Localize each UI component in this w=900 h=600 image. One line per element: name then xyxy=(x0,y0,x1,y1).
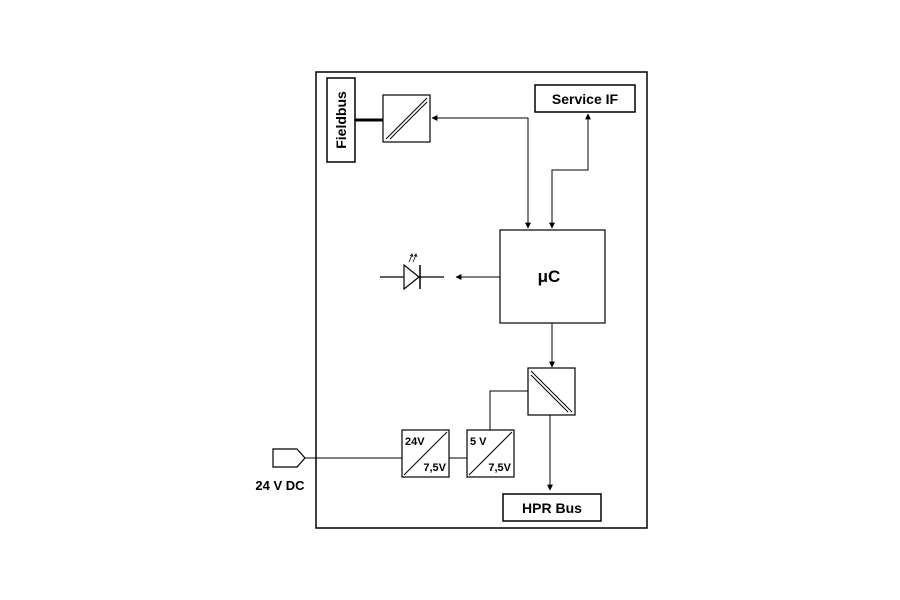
led-diode-icon xyxy=(380,253,444,291)
converter-24v: 24V 7,5V xyxy=(401,429,450,478)
fieldbus-box: Fieldbus xyxy=(326,77,356,163)
converter-5v: 5 V 7,5V xyxy=(466,429,515,478)
hpr-bus-label: HPR Bus xyxy=(522,500,582,516)
power-input-label: 24 V DC xyxy=(255,478,305,493)
converter-24v-input: 24V xyxy=(405,436,425,448)
fieldbus-isolator xyxy=(382,94,431,143)
converter-24v-output: 7,5V xyxy=(423,462,446,474)
module-frame xyxy=(315,71,648,529)
service-if-box: Service IF xyxy=(534,84,636,113)
pentagon-connector-icon xyxy=(272,448,306,468)
supply-line-5v xyxy=(489,390,528,430)
service-if-label: Service IF xyxy=(552,91,619,107)
microcontroller-box: μC xyxy=(499,229,606,324)
isolator-uc-link xyxy=(431,115,531,229)
fieldbus-label: Fieldbus xyxy=(333,91,349,149)
hpr-bus-box: HPR Bus xyxy=(502,493,602,522)
converter-5v-output: 7,5V xyxy=(488,462,511,474)
uc-service-if-link xyxy=(549,113,591,229)
hpr-isolator xyxy=(527,367,576,416)
converter-5v-input: 5 V xyxy=(470,436,487,448)
microcontroller-label: μC xyxy=(538,267,561,286)
